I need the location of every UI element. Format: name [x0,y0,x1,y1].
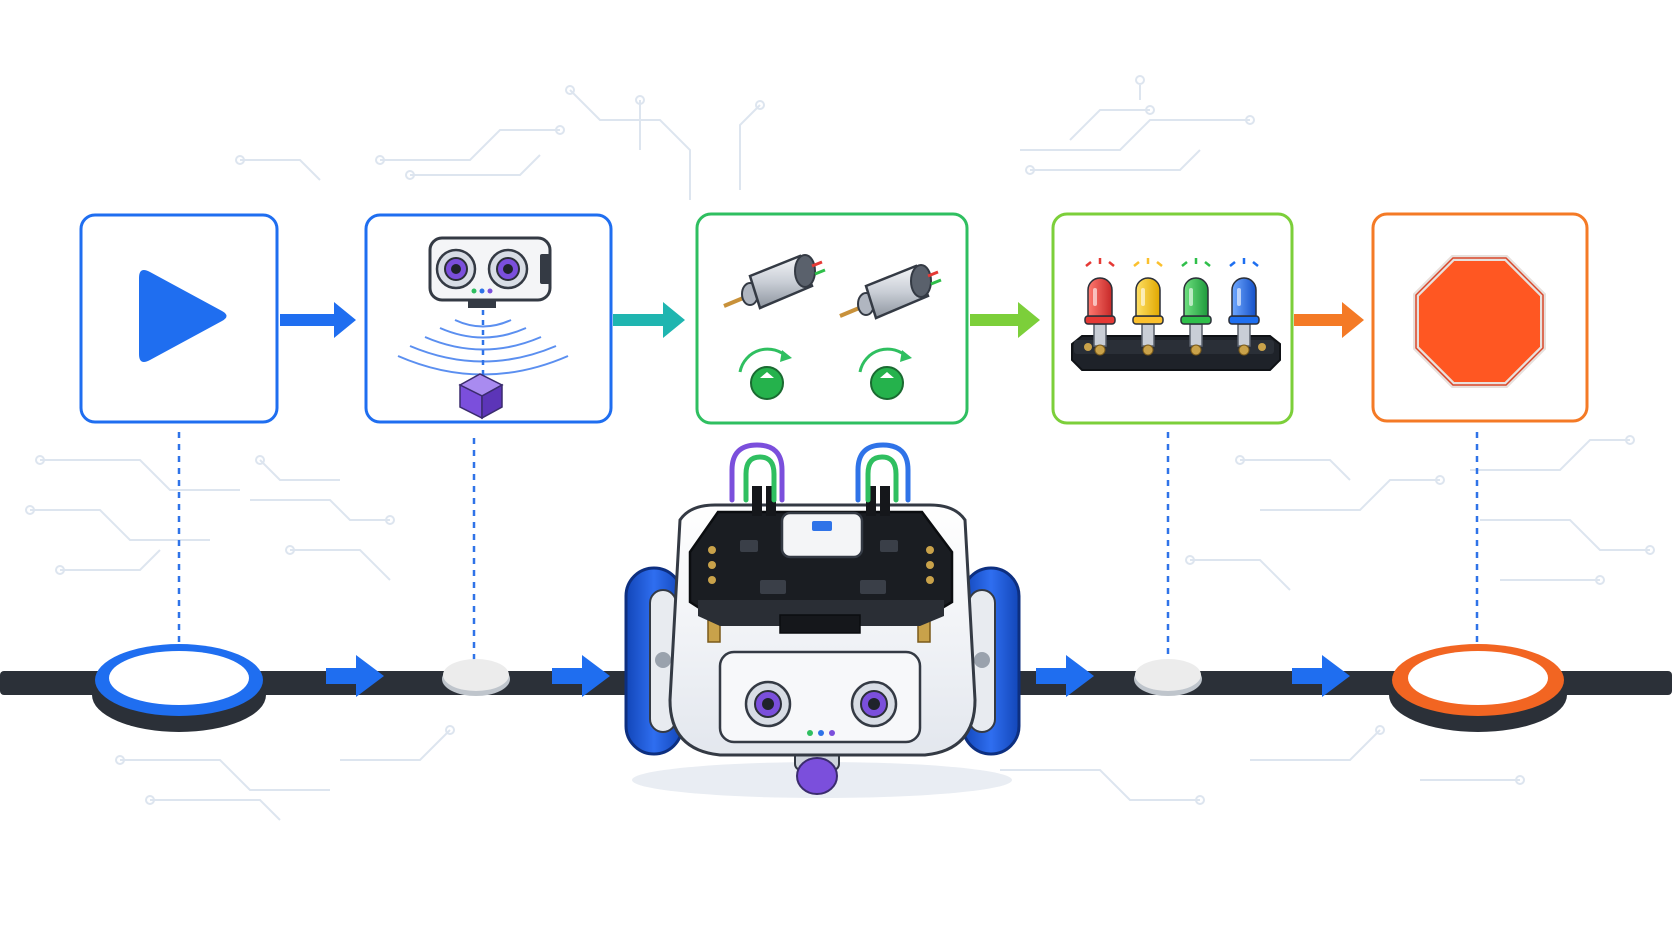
robot-car-icon [624,442,1021,798]
step-signal-card [1051,212,1294,425]
track-end-marker [1389,644,1567,732]
step-stop-card [1371,212,1589,423]
flow-arrow-1 [280,302,356,338]
flow-arrow-2 [613,302,685,338]
step-start-card [79,213,279,424]
stop-sign-icon [1413,255,1546,388]
led-strip-icon [1071,258,1281,371]
dc-motor-right-icon [839,264,942,320]
step-drive-card [695,212,969,425]
led-bulb-icon [1228,258,1260,356]
led-bulb-icon [1180,258,1212,356]
flow-arrow-3 [970,302,1040,338]
dashed-connectors [177,432,1479,660]
flow-arrows [280,302,1364,338]
track-arrow-1 [326,655,384,697]
rotation-knob-right-icon [858,347,912,400]
track-start-marker [92,644,266,732]
dc-motor-left-icon [723,254,826,310]
track-waypoint-2 [1134,659,1202,696]
led-bulb-icon [1084,258,1116,356]
track-arrow-2 [552,655,610,697]
track-arrows [326,655,1350,697]
step-sense-card [364,213,613,424]
flow-arrow-4 [1294,302,1364,338]
track-arrow-4 [1292,655,1350,697]
play-icon [139,270,227,362]
track-waypoint-1 [442,659,510,696]
rotation-knob-left-icon [738,347,792,400]
led-bulb-icon [1132,258,1164,356]
circuit-background [25,75,1655,821]
obstacle-cube-icon [458,373,504,420]
track-arrow-3 [1036,655,1094,697]
ultrasonic-sensor-icon [428,236,552,308]
